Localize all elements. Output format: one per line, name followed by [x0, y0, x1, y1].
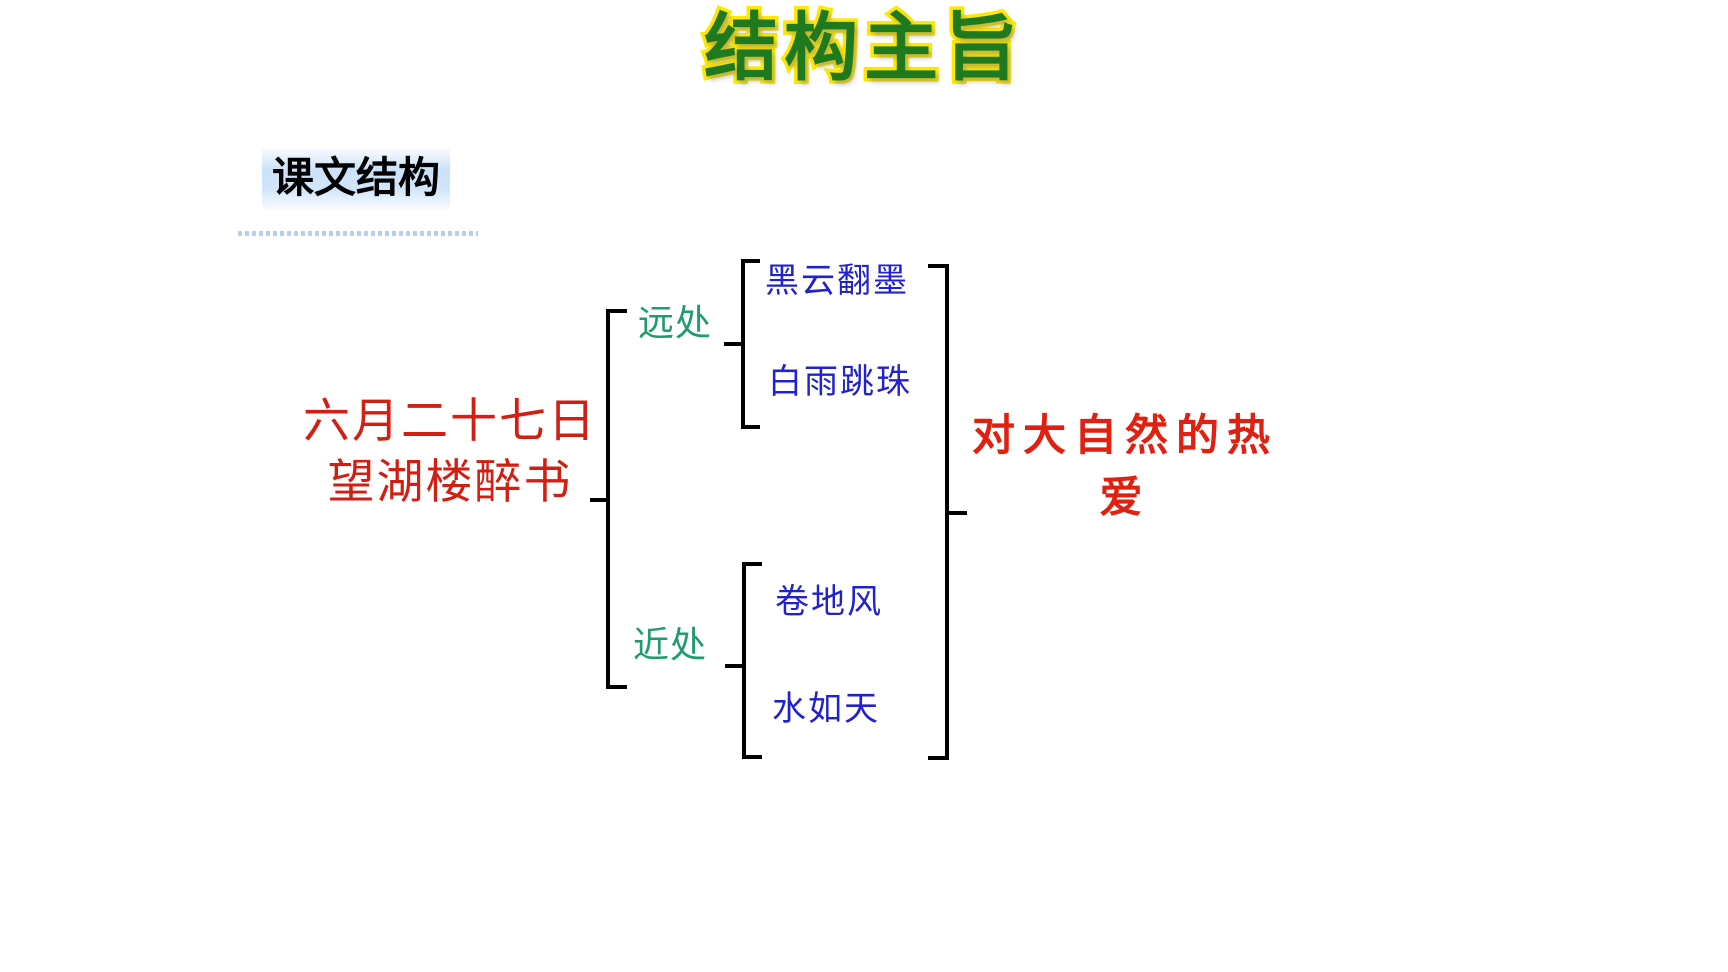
section-heading-text: 课文结构	[262, 148, 451, 211]
diagram-leaf-node: 水如天	[772, 691, 880, 728]
slide-title-text: 结构主旨	[701, 2, 1024, 94]
diagram-leaf-node: 卷地风	[775, 584, 883, 621]
slide-title: 结构主旨	[0, 2, 1728, 94]
diagram-leaf-node: 白雨跳珠	[768, 364, 912, 401]
diagram-conclusion-node: 对大自然的热爱	[972, 413, 1278, 523]
diagram-branch-label-far: 远处	[637, 303, 712, 343]
brace-root	[590, 309, 627, 689]
diagram-root-node: 六月二十七日 望湖楼醉书	[303, 396, 597, 510]
brace-branch-far	[724, 259, 760, 429]
section-heading-underline	[238, 231, 478, 236]
diagram-leaf-node: 黑云翻墨	[765, 263, 909, 300]
section-heading: 课文结构	[262, 148, 451, 211]
diagram-branch-label-near: 近处	[632, 625, 707, 665]
brace-branch-near	[725, 562, 762, 759]
brace-conclusion	[928, 264, 967, 760]
